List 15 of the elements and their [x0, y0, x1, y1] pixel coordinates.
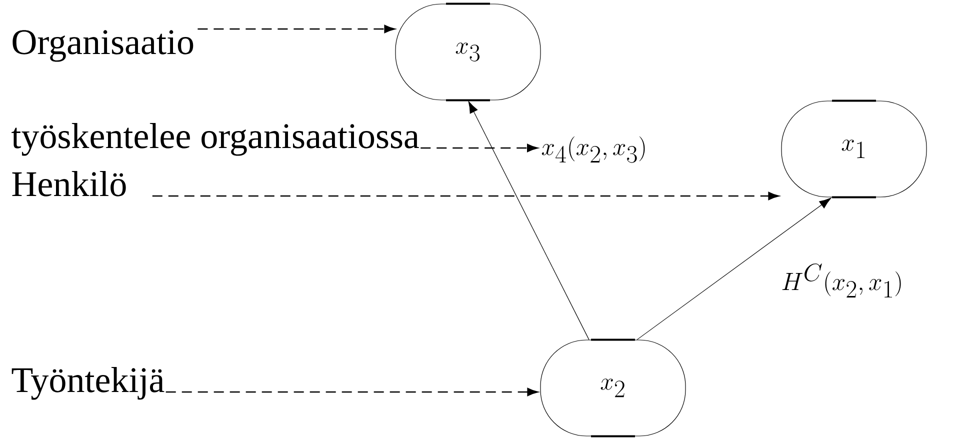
text-label: työskentelee organisaatiossa	[12, 123, 419, 156]
arrow	[636, 198, 832, 340]
text-label: Työntekijä	[12, 367, 164, 400]
text-label: Henkilö	[12, 171, 126, 196]
edge-label: $H^{C}(x_{2},x_{1})$	[782, 263, 901, 298]
rounded-box: $x_{3}$	[395, 2, 541, 102]
rounded-box: $x_{2}$	[540, 338, 686, 438]
text-label: Organisaatio	[12, 30, 194, 62]
dashed-arrow	[166, 388, 538, 396]
dashed-arrow	[420, 144, 538, 152]
dashed-arrow	[152, 192, 779, 200]
dashed-arrow	[198, 24, 395, 34]
formula-label: $x_{4}(x_{2},x_{3})$	[542, 136, 645, 163]
rounded-box: $x_{1}$	[781, 100, 927, 198]
arrow	[468, 101, 590, 340]
